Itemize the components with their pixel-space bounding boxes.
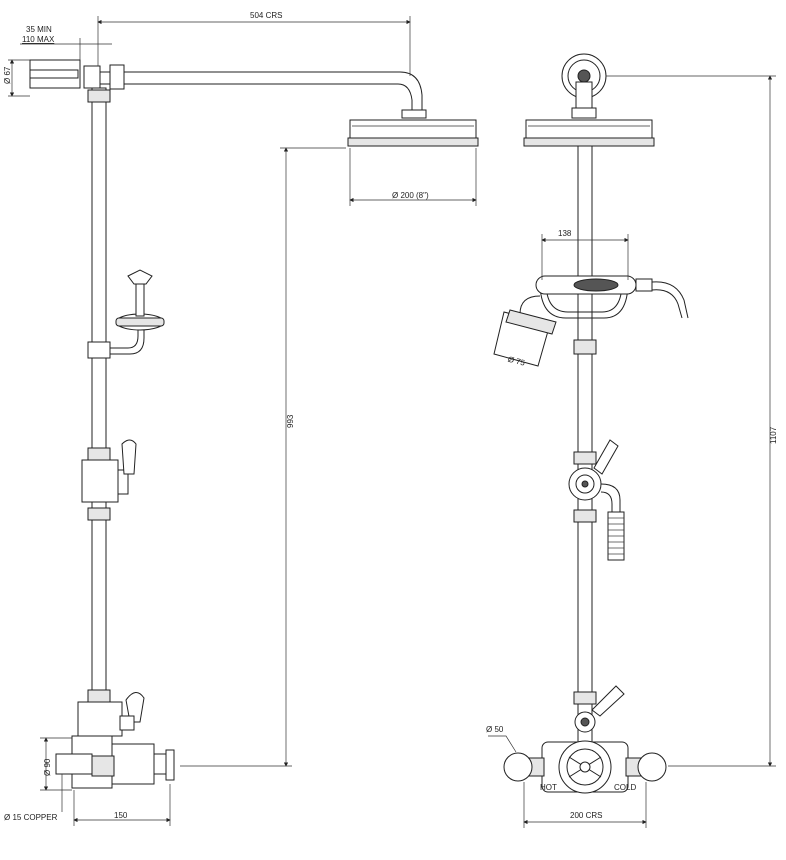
wall-flange-plate [29, 69, 79, 79]
dim-dia-75: Ø 75 [507, 355, 527, 368]
diverter-lever-side [121, 439, 137, 475]
dimension-labels: 504 CRS 35 MIN 110 MAX Ø 67 Ø 200 (8") 9… [3, 11, 778, 822]
valve-lever-front [591, 685, 625, 717]
dim-200-crs: 200 CRS [570, 811, 602, 820]
dim-dia-67: Ø 67 [3, 66, 12, 84]
diverter-lever-front [593, 439, 619, 475]
dim-dia-90: Ø 90 [43, 758, 52, 776]
riser-top-nut [87, 89, 111, 103]
wall-inlet [55, 753, 93, 775]
valve-top-body [77, 701, 123, 737]
handset-grip [573, 278, 619, 292]
valve-cartridge [111, 743, 155, 785]
handset-slider [87, 341, 111, 359]
cold-wall-flange [637, 752, 667, 782]
side-view [29, 59, 479, 789]
dim-dia-50: Ø 50 [486, 725, 504, 734]
rose-face-front [523, 137, 655, 147]
hot-wall-flange [503, 752, 533, 782]
dim-138: 138 [558, 229, 572, 238]
dim-504-crs: 504 CRS [250, 11, 282, 20]
dim-35-min: 35 MIN [26, 25, 52, 34]
rose-head-front [525, 119, 653, 139]
top-elbow [83, 65, 101, 89]
valve-knob-side [165, 749, 175, 781]
dim-15-copper: Ø 15 COPPER [4, 813, 58, 822]
handset-neck [135, 281, 145, 317]
diverter-hose-coil [607, 511, 625, 561]
bracket-stem [575, 81, 593, 109]
dim-150: 150 [114, 811, 128, 820]
dim-993: 993 [286, 414, 295, 428]
shower-arm [124, 71, 423, 112]
rose-face-side [347, 137, 479, 147]
dim-dia-200: Ø 200 (8") [392, 191, 429, 200]
rose-head-side [349, 119, 477, 139]
diverter-body-side [81, 459, 119, 503]
handset-hose [651, 281, 689, 319]
valve-lever-side [125, 692, 145, 723]
label-hot: HOT [540, 783, 557, 792]
handset-top-knob [127, 269, 153, 285]
label-cold: COLD [614, 783, 636, 792]
front-riser-pipe [577, 145, 593, 743]
valve-inlet-nut [91, 755, 115, 777]
arm-nut [109, 64, 125, 90]
dimension-lines [8, 16, 776, 828]
dim-1107: 1107 [769, 426, 778, 444]
riser-pipe [91, 87, 107, 699]
handset-head-front [493, 295, 557, 367]
front-view [493, 53, 689, 794]
dim-110-max: 110 MAX [22, 35, 55, 44]
rose-connector [401, 109, 427, 119]
